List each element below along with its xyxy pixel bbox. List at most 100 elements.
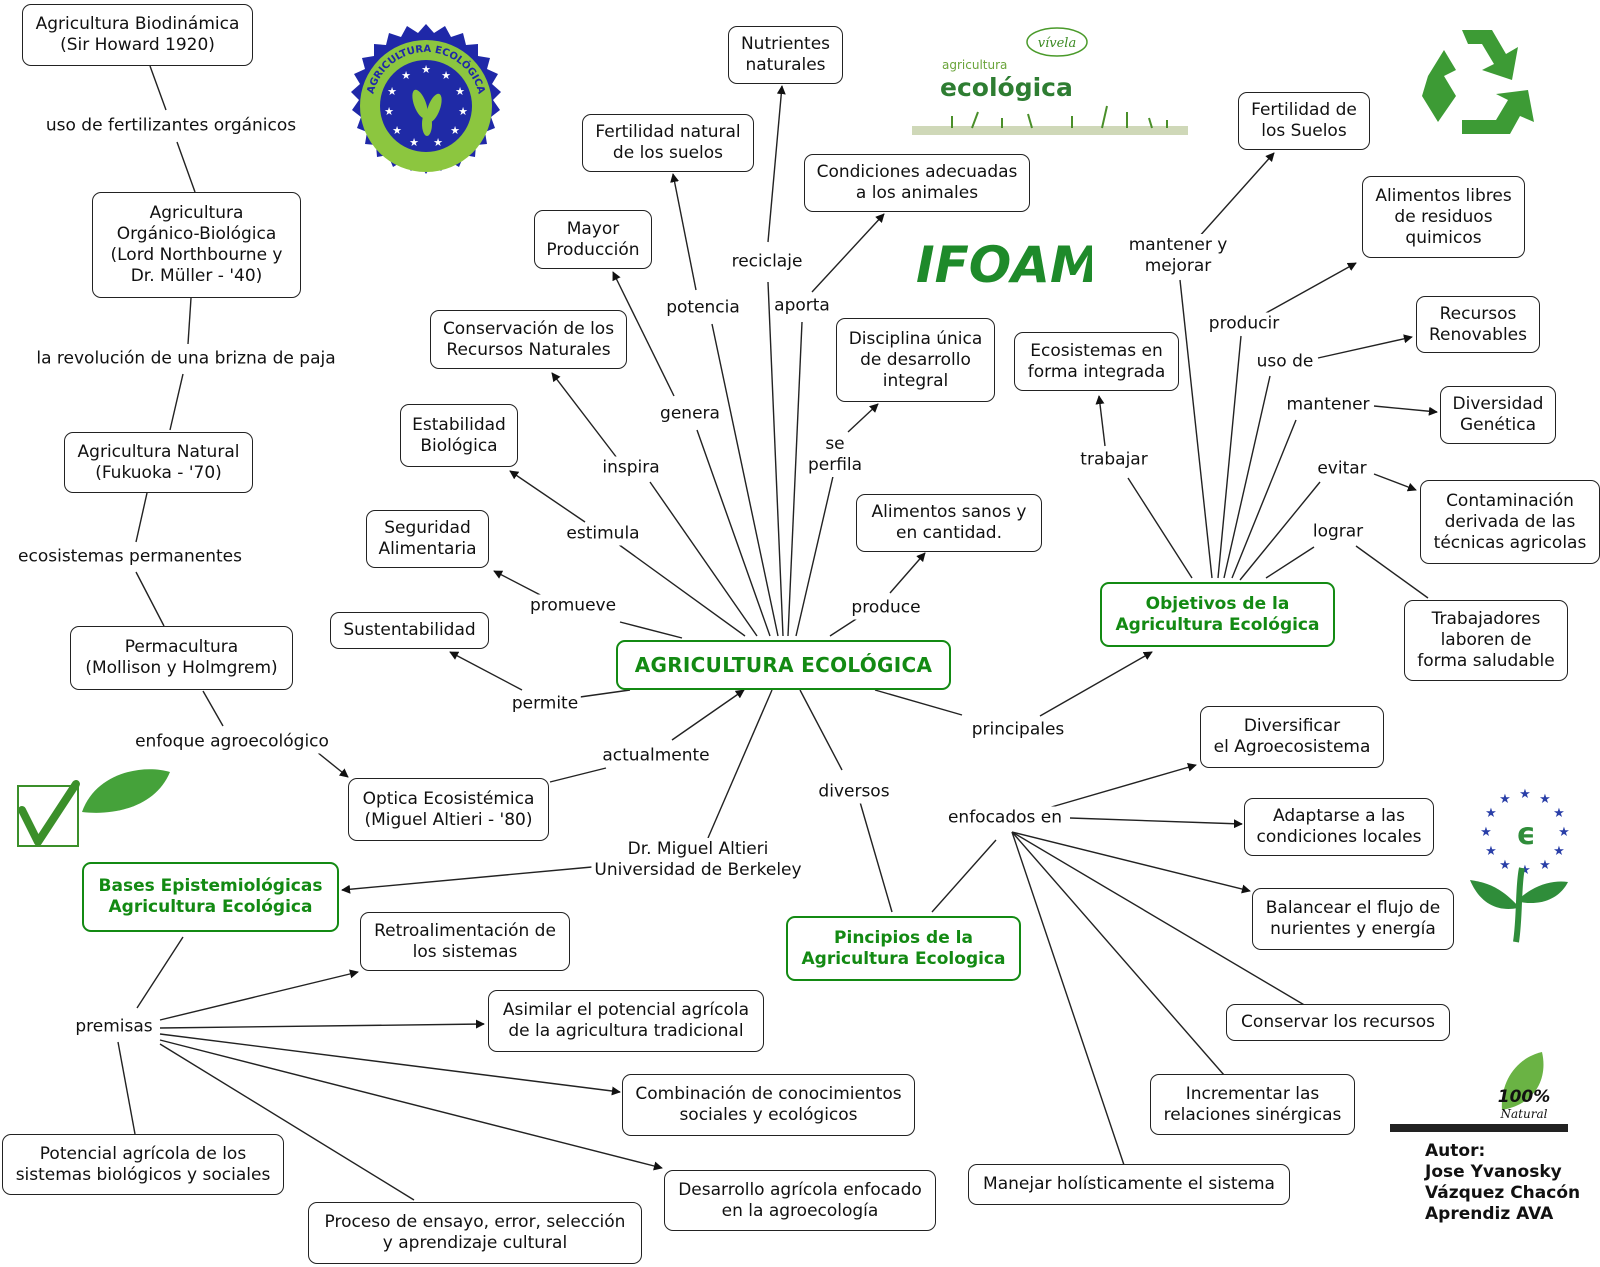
link [767, 85, 786, 243]
link [874, 689, 963, 716]
label-actualmente: actualmente [599, 744, 713, 768]
node-fertilidad-suelos: Fertilidad de los Suelos [1238, 92, 1370, 150]
eu-ecolabel-flower-icon: ★★★★ ★★★★ ★★★★ ϵ [1470, 787, 1570, 943]
node-diversificar: Diversificar el Agroecosistema [1200, 706, 1384, 768]
link [176, 141, 196, 193]
node-adaptarse: Adaptarse a las condiciones locales [1244, 798, 1434, 856]
link [159, 1033, 621, 1096]
vivela-text: vívela [1038, 36, 1076, 51]
svg-text:★: ★ [1539, 858, 1551, 873]
label-enfoque-agroecologico: enfoque agroecológico [132, 730, 332, 754]
link [187, 297, 192, 345]
link [859, 801, 893, 913]
link [1317, 334, 1413, 359]
node-objetivos: Objetivos de la Agricultura Ecológica [1100, 582, 1335, 647]
svg-text:★: ★ [387, 85, 397, 98]
node-conservacion-recursos: Conservación de los Recursos Naturales [430, 310, 627, 369]
link [619, 621, 683, 639]
node-incrementar: Incrementar las relaciones sinérgicas [1150, 1074, 1355, 1135]
link [847, 403, 879, 433]
label-se-perfila: se perfila [804, 433, 866, 477]
label-inspira: inspira [599, 456, 663, 480]
link [671, 689, 745, 741]
author-credit: Autor: Jose Yvanosky Vázquez Chacón Apre… [1425, 1141, 1581, 1224]
node-proceso-ensayo: Proceso de ensayo, error, selección y ap… [308, 1202, 642, 1264]
svg-text:★: ★ [384, 105, 394, 118]
natural-100-badge: 100% Natural [1390, 1052, 1568, 1132]
label-producir: producir [1205, 312, 1283, 336]
node-sustentabilidad: Sustentabilidad [330, 612, 489, 649]
link [889, 552, 926, 594]
svg-text:★: ★ [1553, 844, 1565, 859]
node-seguridad-alimentaria: Seguridad Alimentaria [366, 510, 489, 568]
node-ecosistemas-integrada: Ecosistemas en forma integrada [1014, 332, 1179, 391]
node-contaminacion: Contaminación derivada de las técnicas a… [1420, 480, 1600, 564]
node-biodinamica: Agricultura Biodinámica (Sir Howard 1920… [22, 4, 253, 66]
link [149, 65, 167, 111]
svg-text:★: ★ [1485, 844, 1497, 859]
label-evitar: evitar [1314, 457, 1370, 481]
svg-text:★: ★ [1539, 792, 1551, 807]
label-potencia: potencia [663, 296, 743, 320]
link [799, 689, 843, 771]
link [649, 481, 758, 637]
link [707, 689, 773, 839]
svg-text:★: ★ [1499, 792, 1511, 807]
label-miguel-altieri: Dr. Miguel Altieri Universidad de Berkel… [591, 838, 805, 882]
label-promueve: promueve [526, 594, 620, 618]
node-diversidad-genetica: Diversidad Genética [1440, 386, 1556, 444]
link [1239, 481, 1321, 581]
node-alimentos-sanos: Alimentos sanos y en cantidad. [856, 494, 1042, 552]
label-uso-de: uso de [1253, 350, 1317, 374]
label-genera: genera [657, 402, 723, 426]
link [1179, 279, 1213, 579]
node-organico-biologica: Agricultura Orgánico-Biológica (Lord Nor… [92, 192, 301, 298]
checkmark-leaf-icon [17, 769, 170, 847]
link [711, 323, 779, 637]
link [1355, 545, 1429, 599]
link [202, 690, 224, 727]
svg-text:★: ★ [1480, 825, 1492, 840]
link [1127, 477, 1193, 579]
link [341, 866, 593, 894]
svg-text:★: ★ [455, 85, 465, 98]
svg-text:★: ★ [401, 69, 411, 82]
svg-text:★: ★ [1519, 787, 1531, 802]
label-estimula: estimula [563, 522, 643, 546]
link [1047, 762, 1197, 809]
link [617, 543, 746, 637]
ifoam-text: IFOAM [916, 240, 1092, 290]
link [135, 571, 165, 627]
link [169, 373, 184, 431]
link [449, 651, 523, 691]
link [1011, 831, 1125, 1166]
link [159, 1019, 485, 1029]
node-permacultura: Permacultura (Mollison y Holmgrem) [70, 626, 293, 690]
label-permite: permite [508, 692, 582, 716]
label-enfocados-en: enfocados en [944, 806, 1066, 830]
node-optica-ecosistemica: Optica Ecosistémica (Miguel Altieri - '8… [348, 778, 549, 841]
label-diversos: diversos [815, 780, 893, 804]
link [795, 471, 835, 637]
link [612, 271, 675, 397]
link [549, 767, 607, 783]
link [159, 1043, 415, 1201]
svg-text:★: ★ [458, 105, 468, 118]
svg-text:★: ★ [421, 63, 431, 76]
link [159, 1039, 663, 1171]
node-conservar-recursos: Conservar los recursos [1226, 1004, 1450, 1041]
node-disciplina-unica: Disciplina única de desarrollo integral [836, 318, 995, 402]
label-lograr: lograr [1309, 520, 1367, 544]
svg-text:★: ★ [433, 136, 443, 149]
link [1095, 395, 1106, 447]
link [159, 969, 359, 1021]
node-desarrollo-agricola: Desarrollo agrícola enfocado en la agroe… [664, 1170, 936, 1231]
svg-text:★: ★ [1558, 825, 1570, 840]
link [135, 492, 148, 543]
link [1011, 831, 1307, 1007]
label-aporta: aporta [771, 294, 833, 318]
ifoam-logo: IFOAM [916, 240, 1092, 290]
link [1373, 473, 1417, 492]
label-principales: principales [968, 718, 1068, 742]
